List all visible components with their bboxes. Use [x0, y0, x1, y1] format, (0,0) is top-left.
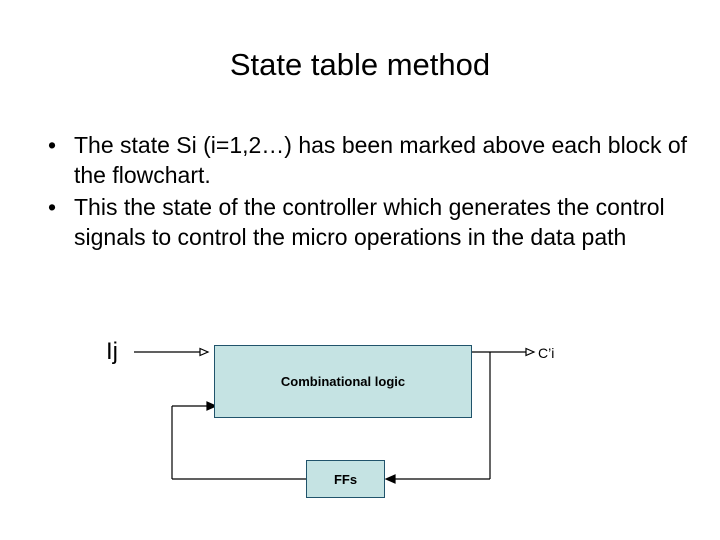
list-item-text: The state Si (i=1,2…) has been marked ab… — [74, 132, 688, 188]
input-label: Ij — [106, 338, 118, 365]
combinational-logic-block: Combinational logic — [214, 345, 472, 418]
controller-block-diagram: Ij C’i Combinational logic FFs — [0, 330, 720, 540]
diagram-wires — [134, 347, 536, 484]
bullet-marker-icon: • — [48, 132, 57, 158]
combinational-logic-label: Combinational logic — [280, 374, 406, 389]
list-item-text: This the state of the controller which g… — [74, 194, 665, 250]
bullet-list: • The state Si (i=1,2…) has been marked … — [34, 130, 694, 254]
bullet-marker-icon: • — [48, 194, 57, 220]
list-item: • This the state of the controller which… — [34, 192, 694, 252]
list-item: • The state Si (i=1,2…) has been marked … — [34, 130, 694, 190]
output-label: C’i — [538, 345, 555, 361]
flipflops-label: FFs — [333, 471, 358, 487]
flipflops-block: FFs — [306, 460, 385, 498]
page-title: State table method — [229, 47, 491, 82]
